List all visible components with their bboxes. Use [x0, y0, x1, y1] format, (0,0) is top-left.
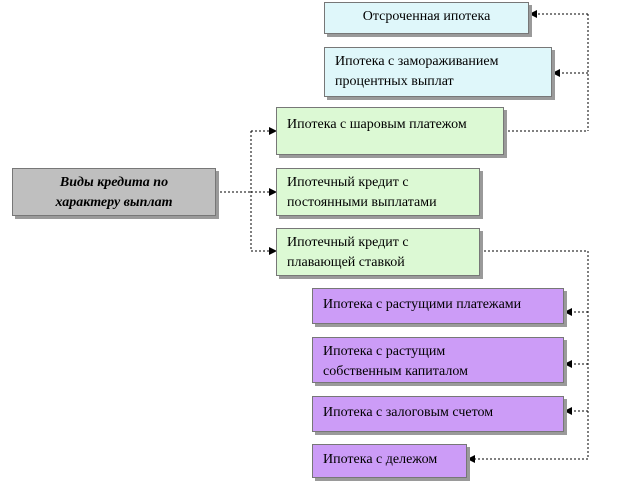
node-label-line-1: Ипотека с растущим [323, 344, 446, 359]
root-label-line-2: характеру выплат [55, 195, 173, 210]
node-label-line-1: Ипотека с замораживанием [335, 54, 499, 69]
node-label-line-2: плавающей ставкой [287, 255, 405, 270]
node-floating-rate-mortgage: Ипотечный кредит с плавающей ставкой [276, 228, 480, 276]
node-label: Ипотека с дележом [323, 452, 438, 467]
node-label-line-2: собственным капиталом [323, 364, 468, 379]
node-label-line-2: постоянными выплатами [287, 195, 437, 210]
node-deferred-mortgage: Отсроченная ипотека [324, 2, 529, 34]
node-balloon-payment-mortgage: Ипотека с шаровым платежом [276, 107, 504, 155]
node-label: Ипотека с шаровым платежом [287, 117, 467, 132]
node-label-line-1: Ипотечный кредит с [287, 175, 409, 190]
node-label: Ипотека с растущими платежами [323, 297, 522, 312]
root-label-line-1: Виды кредита по [59, 175, 169, 190]
node-growing-payments-mortgage: Ипотека с растущими платежами [312, 288, 564, 324]
node-label: Ипотека с залоговым счетом [323, 405, 494, 420]
node-growing-equity-mortgage: Ипотека с растущим собственным капиталом [312, 337, 564, 383]
node-fixed-payment-mortgage: Ипотечный кредит с постоянными выплатами [276, 168, 480, 216]
node-label-line-2: процентных выплат [335, 74, 454, 89]
node-frozen-interest-mortgage: Ипотека с замораживанием процентных выпл… [324, 47, 552, 97]
node-label: Отсроченная ипотека [362, 9, 491, 24]
node-shared-appreciation-mortgage: Ипотека с дележом [312, 444, 467, 478]
root-node: Виды кредита по характеру выплат [12, 168, 216, 216]
node-pledged-account-mortgage: Ипотека с залоговым счетом [312, 396, 564, 432]
node-label-line-1: Ипотечный кредит с [287, 235, 409, 250]
